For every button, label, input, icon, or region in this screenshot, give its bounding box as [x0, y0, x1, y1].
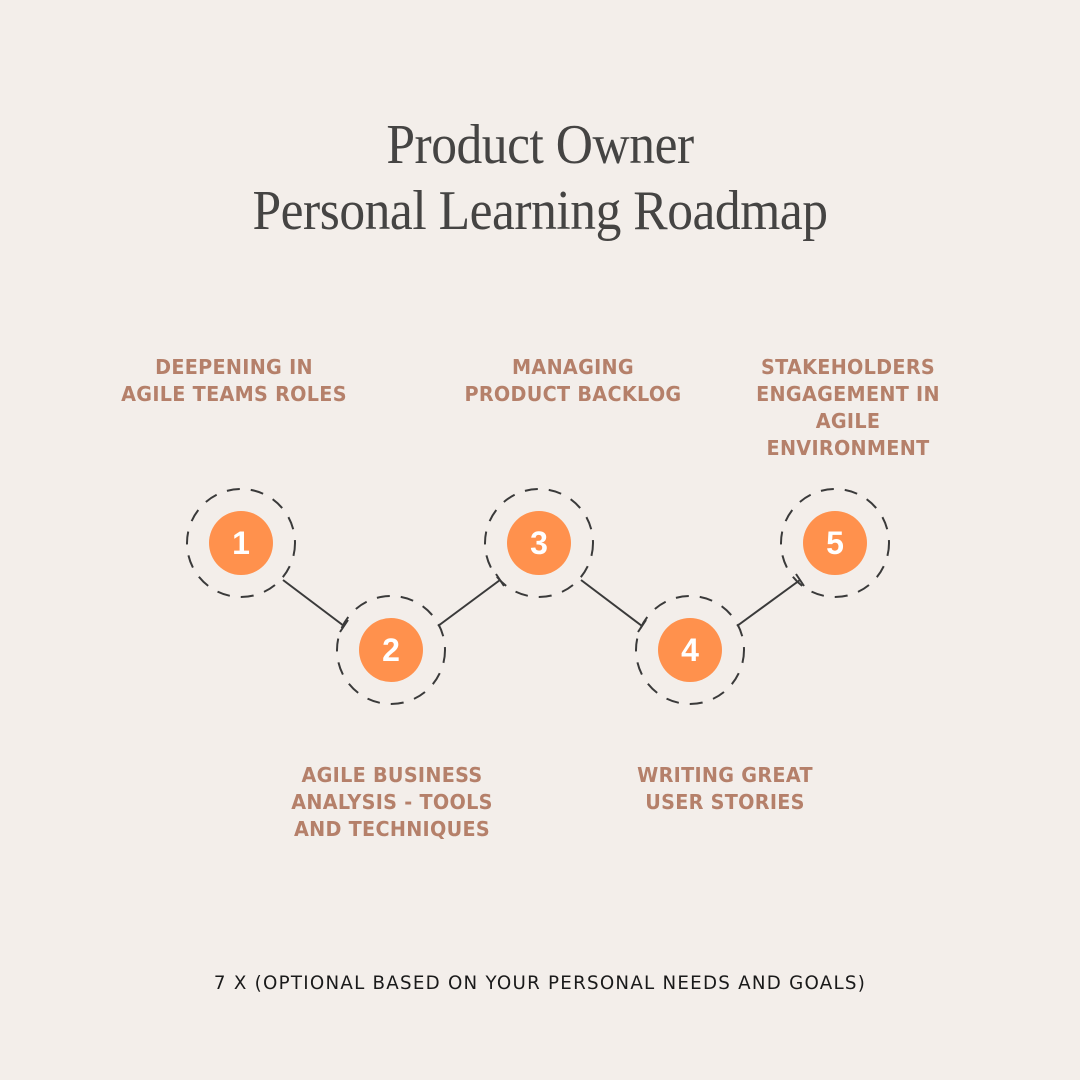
title-line-2: Personal Learning Roadmap	[252, 180, 828, 242]
connector-4-5	[736, 573, 805, 627]
step-3-dashed-ring	[484, 488, 594, 598]
connector-1-2	[282, 579, 349, 633]
step-1-label: DEEPENING IN AGILE TEAMS ROLES	[121, 355, 347, 406]
step-5-label: STAKEHOLDERS ENGAGEMENT IN AGILE ENVIRON…	[756, 355, 940, 460]
step-4-number: 4	[681, 632, 699, 668]
step-1-node	[209, 511, 273, 575]
step-2-number: 2	[382, 632, 400, 668]
title-line-1: Product Owner	[386, 114, 694, 176]
step-3-label: MANAGING PRODUCT BACKLOG	[464, 355, 682, 406]
step-4-node	[658, 618, 722, 682]
step-5-node	[803, 511, 867, 575]
step-1-number: 1	[232, 525, 250, 561]
connector-3-4	[580, 579, 647, 633]
step-4-label: WRITING GREAT USER STORIES	[637, 763, 813, 814]
step-5-number: 5	[826, 525, 844, 561]
step-3-number: 3	[530, 525, 548, 561]
step-3-node	[507, 511, 571, 575]
step-4-dashed-ring	[635, 595, 745, 705]
step-1-dashed-ring	[186, 488, 296, 598]
connector-2-3	[437, 573, 505, 627]
footer-note: 7 X (OPTIONAL BASED ON YOUR PERSONAL NEE…	[213, 972, 867, 994]
step-2-dashed-ring	[336, 595, 446, 705]
step-2-node	[359, 618, 423, 682]
step-2-label: AGILE BUSINESS ANALYSIS - TOOLS AND TECH…	[291, 763, 493, 841]
step-5-dashed-ring	[780, 488, 890, 598]
